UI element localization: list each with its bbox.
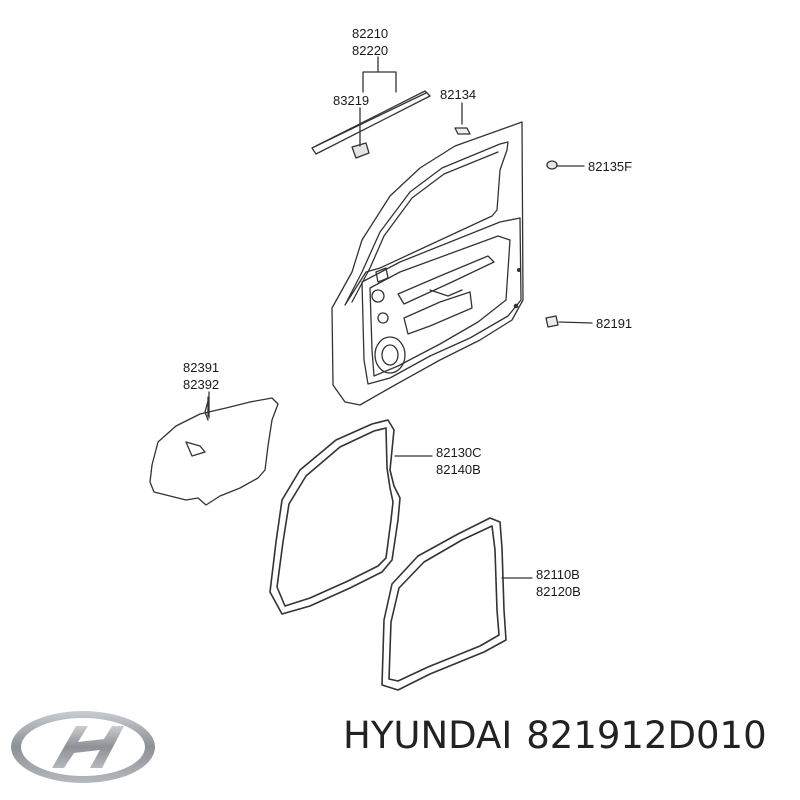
part-caption: HYUNDAI 821912D010 <box>343 714 781 757</box>
part-number-label: 82191 <box>596 316 633 331</box>
brand-name: HYUNDAI <box>343 714 513 757</box>
callout-82210: 82210 82220 <box>352 25 388 59</box>
part-number-label: 83219 <box>333 93 370 108</box>
callout-82391: 82391 82392 <box>183 359 219 393</box>
part-number-label: 82134 <box>440 87 477 102</box>
part-number-label: 82135F <box>588 159 633 174</box>
part-number-label: 82140B <box>436 462 481 477</box>
part-number-label: 82392 <box>183 377 220 392</box>
callout-82191: 82191 <box>596 315 632 332</box>
belt-molding-strip <box>311 90 431 155</box>
callout-82110B: 82110B 82120B <box>536 566 581 600</box>
part-number-label: 82120B <box>536 584 581 599</box>
door-waterproof-film <box>149 396 279 506</box>
body-weatherstrip-82110B <box>381 517 533 691</box>
part-number-label: 82210 <box>352 26 389 41</box>
front-door-panel <box>331 121 524 406</box>
door-weatherstrip-82130C <box>269 419 433 615</box>
part-number-label: 82110B <box>536 567 580 582</box>
part-number-label: 82391 <box>183 360 220 375</box>
part-number-label: 82130C <box>436 445 482 460</box>
part-number: 821912D010 <box>526 714 767 757</box>
clip-82134 <box>454 127 471 135</box>
molding-clip <box>351 142 370 159</box>
leader-82210 <box>362 56 397 93</box>
callout-83219: 83219 <box>333 92 369 109</box>
callout-82134: 82134 <box>440 86 476 103</box>
part-number-label: 82220 <box>352 43 389 58</box>
callout-82135F: 82135F <box>588 158 632 175</box>
hyundai-logo-icon <box>11 711 155 783</box>
brand-footer: HYUNDAI 821912D010 <box>0 702 800 800</box>
cap-82191 <box>545 315 593 328</box>
plug-82135F <box>546 160 585 170</box>
callout-82130C: 82130C 82140B <box>436 444 482 478</box>
